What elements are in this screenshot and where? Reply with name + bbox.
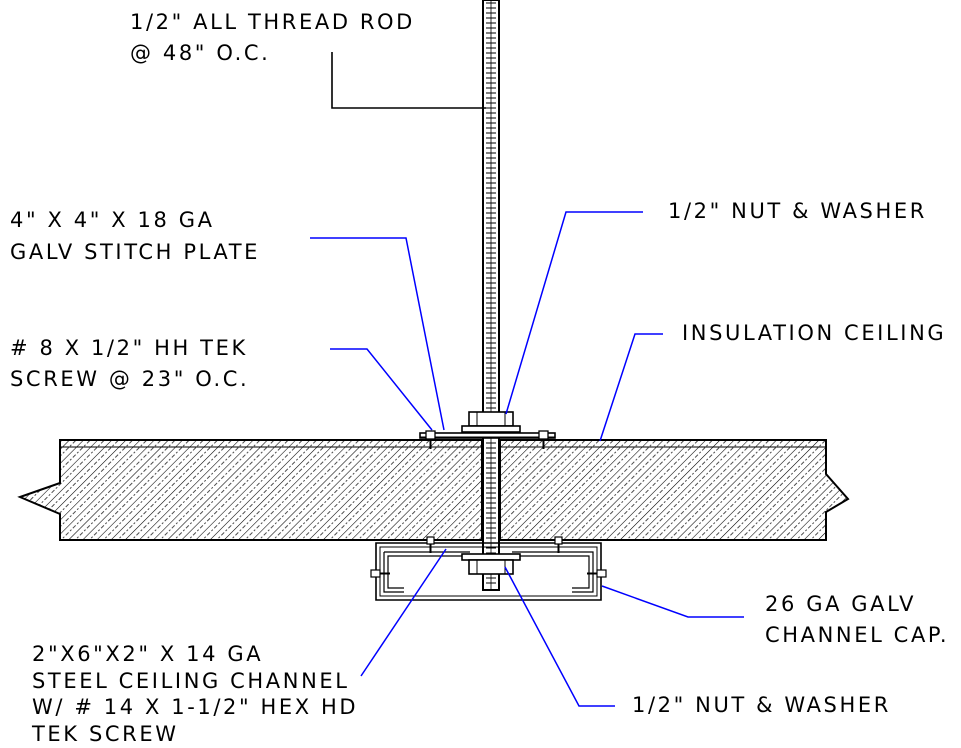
channel-cap-outline <box>375 542 602 601</box>
channel-tek-screw-top-left <box>426 536 435 553</box>
panel-left-half <box>17 439 483 541</box>
label-stitch-plate-line1: 4" X 4" X 18 GA <box>10 208 215 232</box>
label-tek-screw-line2: SCREW @ 23" O.C. <box>10 367 249 391</box>
label-nut-washer-top: 1/2" NUT & WASHER <box>668 199 927 223</box>
insulation-panel <box>17 439 850 541</box>
label-ceiling-channel-line3: W/ # 14 X 1-1/2" HEX HD <box>32 695 358 719</box>
label-thread-rod-line2: @ 48" O.C. <box>130 41 270 65</box>
top-nut-and-washer <box>461 411 521 433</box>
top-tek-screw-right <box>538 430 549 449</box>
leader-channel <box>360 548 447 677</box>
channel-tek-screw-side-right <box>587 569 607 578</box>
channel-right-lip <box>512 551 594 593</box>
leader-thread-rod <box>331 52 486 109</box>
stitch-plate <box>419 432 556 439</box>
leader-insulation <box>599 333 663 442</box>
rod-threads <box>486 0 496 590</box>
label-ceiling-channel-line1: 2"X6"X2" X 14 GA <box>32 642 263 666</box>
leader-stitch-plate <box>310 237 445 431</box>
leader-nut-top <box>505 211 643 415</box>
label-insulation-ceiling: INSULATION CEILING <box>682 321 946 345</box>
channel-tek-screw-top-right <box>554 536 563 553</box>
label-tek-screw-line1: # 8 X 1/2" HH TEK <box>10 336 248 360</box>
label-nut-washer-bottom: 1/2" NUT & WASHER <box>632 693 891 717</box>
leader-channel-cap <box>601 585 744 618</box>
panel-right-half <box>499 439 850 541</box>
label-ceiling-channel-line2: STEEL CEILING CHANNEL <box>32 669 350 693</box>
label-thread-rod-line1: 1/2" ALL THREAD ROD <box>130 10 415 34</box>
top-tek-screw-left <box>425 430 436 449</box>
leader-nut-bottom <box>504 566 615 707</box>
ceiling-channel <box>375 542 602 601</box>
channel-inner-outline <box>379 546 598 597</box>
label-stitch-plate-line2: GALV STITCH PLATE <box>10 240 260 264</box>
label-ceiling-channel-line4: TEK SCREW <box>31 722 179 746</box>
bottom-nut-and-washer <box>461 553 521 575</box>
channel-left-lip <box>383 551 470 593</box>
label-channel-cap-line1: 26 GA GALV <box>765 592 916 616</box>
leader-tek-screw <box>330 348 433 431</box>
thread-rod <box>482 0 500 591</box>
channel-tek-screw-side-left <box>370 569 390 578</box>
label-channel-cap-line2: CHANNEL CAP. <box>765 623 949 647</box>
